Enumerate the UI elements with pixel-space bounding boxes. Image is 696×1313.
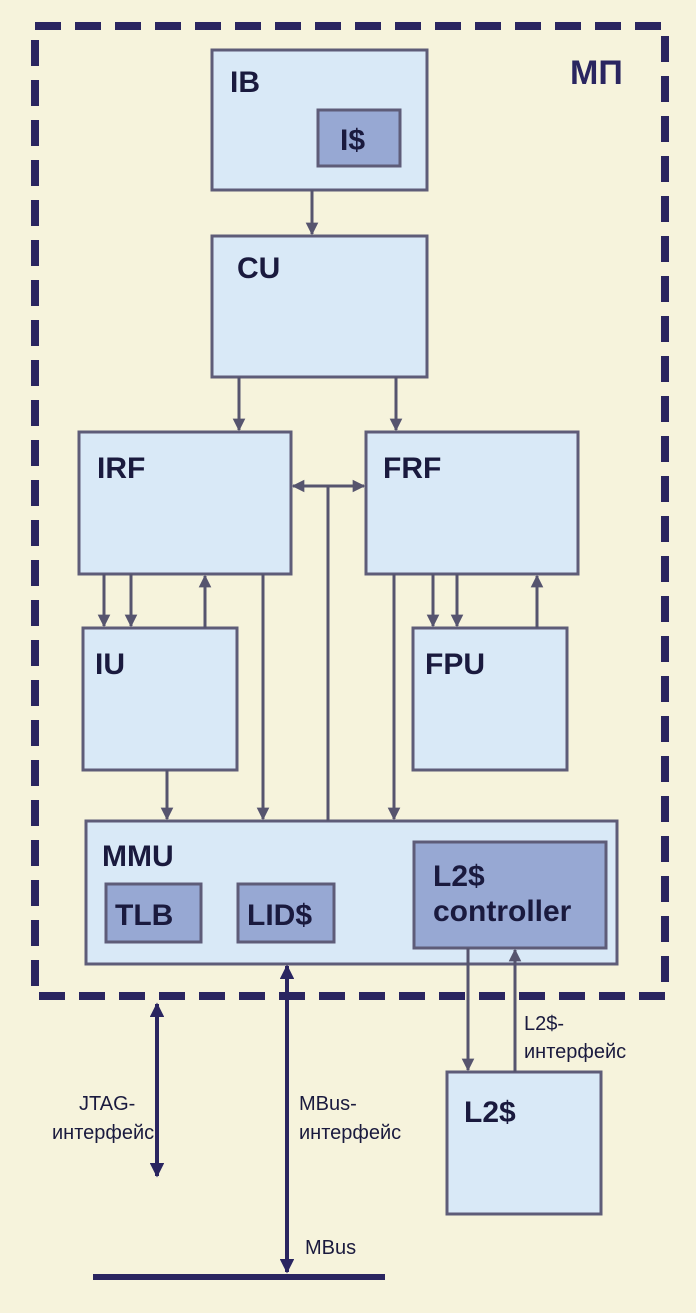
tlb-block: TLB [104, 882, 203, 944]
frf-label: FRF [383, 452, 441, 485]
irf-block: IRF [77, 430, 293, 576]
jtag-label-line1: JTAG- [79, 1093, 135, 1115]
ib-label: IB [230, 66, 260, 99]
irf-label: IRF [97, 452, 145, 485]
lid-cache-label: LID$ [247, 899, 312, 932]
mbus-label: MBus [305, 1237, 356, 1259]
l2-controller-label-line1: L2$ [433, 860, 485, 893]
ib-block: IB I$ [210, 48, 429, 192]
l2-interface-label-line2: интерфейс [524, 1041, 626, 1063]
l2-cache-label: L2$ [464, 1096, 516, 1129]
mmu-block: MMU TLB LID$ L2$ controller [84, 819, 619, 966]
lid-cache-block: LID$ [236, 882, 336, 944]
l2-controller-label-line2: controller [433, 895, 572, 928]
l2-interface-label-line1: L2$- [524, 1013, 564, 1035]
iu-block: IU [81, 626, 239, 772]
data-flow-arrows [97, 190, 544, 1072]
cu-block: CU [210, 234, 429, 379]
l2-controller-block: L2$ controller [412, 840, 608, 950]
mmu-label: MMU [102, 840, 174, 873]
icache-block: I$ [316, 108, 402, 168]
mbus-interface-label-line1: MBus- [299, 1093, 357, 1115]
cu-label: CU [237, 252, 280, 285]
mp-label: МП [570, 54, 623, 92]
tlb-label: TLB [115, 899, 173, 932]
frf-block: FRF [364, 430, 580, 576]
mbus-interface-label-line2: интерфейс [299, 1122, 401, 1144]
icache-label: I$ [340, 124, 365, 157]
jtag-label-line2: интерфейс [52, 1122, 154, 1144]
fpu-label: FPU [425, 648, 485, 681]
external-interfaces [93, 964, 385, 1280]
fpu-block: FPU [411, 626, 569, 772]
iu-label: IU [95, 648, 125, 681]
l2-cache-block: L2$ [445, 1070, 603, 1216]
